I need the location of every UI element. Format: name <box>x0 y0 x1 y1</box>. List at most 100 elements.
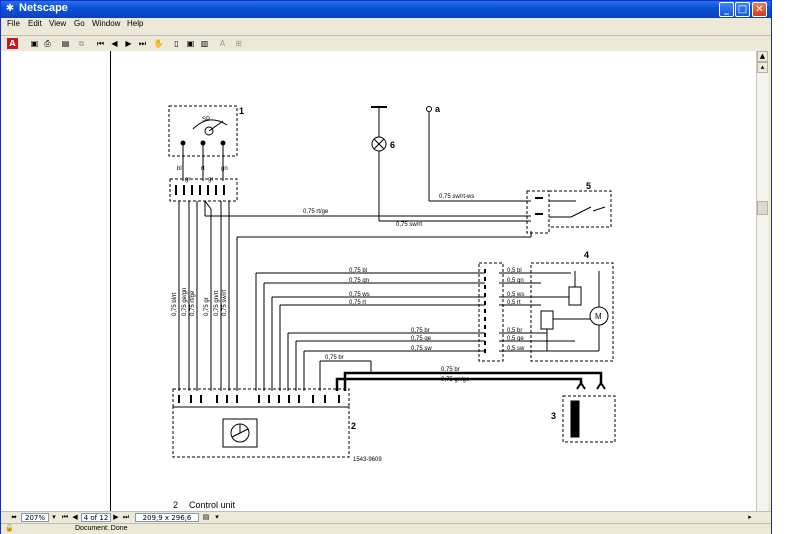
zoom-field[interactable]: 207% <box>21 513 49 522</box>
component-3-battery <box>562 381 616 443</box>
layout-dropdown-icon[interactable]: ▾ <box>215 513 219 521</box>
zoom-dropdown-icon[interactable]: ▾ <box>52 513 56 521</box>
wire-w3: 0,75 sw/rt <box>396 222 422 228</box>
label-a: a <box>435 104 441 114</box>
nav-last-icon[interactable]: ⏭ <box>122 513 130 521</box>
close-button[interactable]: ✕ <box>752 2 767 17</box>
wire-r2: 0,5 gn <box>507 278 524 284</box>
wire-r4: 0,5 rt <box>507 300 521 306</box>
wire-w8: 0,75 br <box>411 328 430 334</box>
browser-window: ✱ Netscape _ □ ✕ File Edit View Go Windo… <box>0 0 772 534</box>
caption-text: Control unit <box>189 500 236 510</box>
menu-view[interactable]: View <box>49 19 67 28</box>
label-2: 2 <box>351 421 356 431</box>
wire-w6: 0,75 ws <box>349 292 370 298</box>
scroll-page-up-icon[interactable]: ▴ <box>757 62 768 73</box>
nav-next-icon[interactable]: ▶ <box>113 513 119 521</box>
column-select-icon[interactable]: ⊞ <box>235 39 242 48</box>
security-icon[interactable]: 🔓 <box>5 525 14 532</box>
prev-page-icon[interactable]: ◀ <box>111 39 118 48</box>
wire-v6: 0,75 sw/rt <box>222 290 228 316</box>
menu-edit[interactable]: Edit <box>28 19 42 28</box>
label-sp: SP <box>202 117 210 123</box>
wire-v1: 0,75 bl/rt <box>172 292 178 316</box>
left-margin-panel <box>1 51 111 511</box>
menu-help[interactable]: Help <box>127 19 144 28</box>
menu-go[interactable]: Go <box>74 19 85 28</box>
label-1: 1 <box>239 106 244 116</box>
menu-file[interactable]: File <box>7 19 20 28</box>
scroll-thumb[interactable] <box>757 201 768 215</box>
wire-w4: 0,75 bl <box>349 268 367 274</box>
label-3: 3 <box>551 411 556 421</box>
wire-w7: 0,75 rt <box>349 300 366 306</box>
hscroll-right-icon[interactable]: ▸ <box>748 513 752 521</box>
label-gr-2: gr <box>208 177 213 183</box>
wire-r6: 0,5 ge <box>507 336 524 342</box>
part-number: 1543-9609 <box>353 457 382 463</box>
motor-label: M <box>595 312 602 321</box>
wire-v5: 0,75 gn/rt <box>214 290 220 316</box>
vertical-scrollbar[interactable]: ▲ ▴ <box>756 51 768 511</box>
nav-first-icon[interactable]: ⏮ <box>61 513 69 521</box>
wire-r5: 0,5 br <box>507 328 522 334</box>
page-size-field: 209,9 x 296,6 mm <box>135 513 199 531</box>
copy-icon[interactable]: ⧉ <box>78 39 85 48</box>
maximize-button[interactable]: □ <box>735 2 750 17</box>
menu-window[interactable]: Window <box>92 19 121 28</box>
status-bar: 🔓 Document: Done <box>1 523 771 534</box>
status-text: Document: Done <box>75 525 128 532</box>
pdf-document-view[interactable]: 1 SP bl rt gn gr gr 0,7 <box>1 51 756 511</box>
nav-prev-icon[interactable]: ◀ <box>72 513 78 521</box>
page-field[interactable]: 4 of 12 <box>81 513 111 522</box>
netscape-icon: ✱ <box>5 3 15 14</box>
wires-to-4 <box>255 272 599 391</box>
label-bl: bl <box>177 166 182 172</box>
wire-r7: 0,5 sw <box>507 346 525 352</box>
thumbnails-icon[interactable]: ▤ <box>61 39 70 48</box>
wire-v4: 0,75 gr <box>204 297 210 316</box>
nav-arrows-icon[interactable]: ⬌ <box>11 513 17 521</box>
wire-v2: 0,75 ge/gn <box>182 288 188 316</box>
wire-w13: 0,75 gn/ge <box>441 377 470 383</box>
acrobat-icon[interactable]: A <box>7 38 18 49</box>
component-4-motor <box>478 262 614 362</box>
caption-number: 2 <box>173 500 178 510</box>
wire-w10: 0,75 sw <box>411 346 432 352</box>
wire-w12: 0,75 br <box>441 367 460 373</box>
save-icon[interactable]: ▣ <box>30 39 39 48</box>
label-6: 6 <box>390 140 395 150</box>
label-gn: gn <box>221 166 228 172</box>
wire-w9: 0,75 ge <box>411 336 432 342</box>
next-page-icon[interactable]: ▶ <box>125 39 132 48</box>
wire-w11: 0,75 br <box>325 355 344 361</box>
minimize-button[interactable]: _ <box>719 2 734 17</box>
component-5-switch <box>526 190 612 234</box>
pdf-toolbar: A ▣ ⎙ ▤ ⧉ ⏮ ◀ ▶ ⏭ ✋ ▯ ▣ ▥ A ⊞ <box>1 37 771 51</box>
wire-w2: 0,75 rt/ge <box>303 209 329 215</box>
title-bar: ✱ Netscape _ □ ✕ <box>1 1 771 18</box>
scroll-up-button[interactable]: ▲ <box>757 51 768 62</box>
fit-width-icon[interactable]: ▥ <box>200 39 209 48</box>
label-gr-1: gr <box>185 177 190 183</box>
desktop-background <box>772 0 800 534</box>
actual-size-icon[interactable]: ▯ <box>174 39 179 48</box>
toolbar-separator <box>1 30 771 36</box>
component-2-control-unit <box>172 388 350 458</box>
page-layout-icon[interactable]: ▤ <box>202 513 210 521</box>
wire-w5: 0,75 gn <box>349 278 369 284</box>
wire-w1: 0,75 sw/rt-ws <box>439 194 474 200</box>
hand-tool-icon[interactable]: ✋ <box>153 39 164 48</box>
first-page-icon[interactable]: ⏮ <box>96 39 105 48</box>
component-6-lamp <box>371 106 387 221</box>
window-title: Netscape <box>19 2 68 14</box>
wire-v3: 0,75 rt/ge <box>190 290 196 316</box>
text-select-icon[interactable]: A <box>219 39 226 48</box>
print-icon[interactable]: ⎙ <box>44 39 51 48</box>
label-5: 5 <box>586 181 591 191</box>
fit-page-icon[interactable]: ▣ <box>186 39 195 48</box>
wire-r3: 0,5 ws <box>507 292 524 298</box>
last-page-icon[interactable]: ⏭ <box>138 39 147 48</box>
pdf-navigation-bar: ⬌ 207% ▾ ⏮ ◀ 4 of 12 ▶ ⏭ 209,9 x 296,6 m… <box>1 511 771 531</box>
menu-bar: File Edit View Go Window Help <box>1 18 771 30</box>
